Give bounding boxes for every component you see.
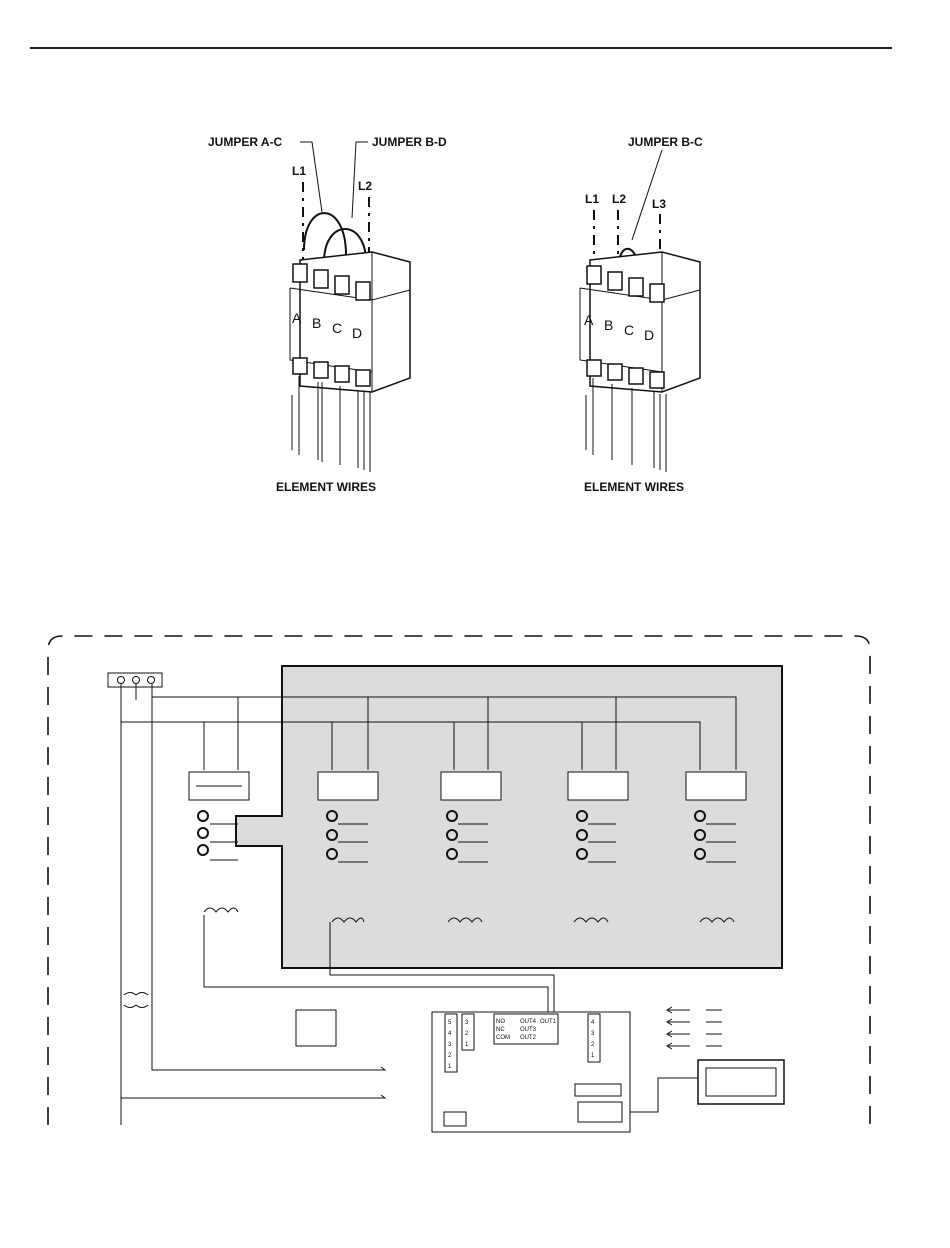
relay-module bbox=[296, 1010, 336, 1046]
label-l1: L1 bbox=[292, 164, 306, 178]
stage-2-contactor bbox=[318, 772, 378, 800]
element-wires-left bbox=[292, 376, 370, 472]
stage-1-feeds bbox=[204, 697, 238, 770]
bottom-terminal-a-right bbox=[587, 360, 601, 376]
top-terminal-b-right bbox=[608, 272, 622, 290]
board-connector bbox=[444, 1112, 466, 1126]
bottom-terminal-c bbox=[335, 366, 349, 382]
top-terminal-c-right bbox=[629, 278, 643, 296]
terminal-a-label-right: A bbox=[584, 312, 594, 328]
label-l2: L2 bbox=[358, 179, 372, 193]
schematic: 5 4 3 2 1 3 2 1 NO NC COM OUT4 OUT3 OUT2… bbox=[48, 636, 870, 1132]
bottom-terminal-a bbox=[293, 358, 307, 374]
label-l1-right: L1 bbox=[585, 192, 599, 206]
bottom-terminal-b-right bbox=[608, 364, 622, 380]
external-input-arrows bbox=[667, 1007, 672, 1049]
external-inputs bbox=[668, 1010, 722, 1046]
shaded-heater-region bbox=[236, 666, 782, 968]
display-screen bbox=[706, 1068, 776, 1096]
bottom-terminal-d-right bbox=[650, 372, 664, 388]
terminal-a-label: A bbox=[292, 310, 302, 326]
relay-pin-com: COM bbox=[496, 1035, 510, 1041]
terminal-c-label: C bbox=[332, 320, 342, 336]
bottom-terminal-c-right bbox=[629, 368, 643, 384]
top-terminal-d-right bbox=[650, 284, 664, 302]
top-terminal-c bbox=[335, 276, 349, 294]
stage-1-element-1 bbox=[198, 811, 208, 821]
relay-pin-nc: NC bbox=[496, 1027, 505, 1033]
stage-1-resistors bbox=[210, 824, 238, 860]
bottom-terminal-b bbox=[314, 362, 328, 378]
label-jumper-b-d: JUMPER B-D bbox=[372, 135, 447, 149]
display-cable bbox=[630, 1078, 698, 1112]
relay-pin-out2: OUT2 bbox=[520, 1035, 537, 1041]
board-component-2 bbox=[578, 1102, 622, 1122]
stage-4-contactor bbox=[568, 772, 628, 800]
terminal-c-label-right: C bbox=[624, 322, 634, 338]
contactor-left: JUMPER A-C JUMPER B-D L1 L2 A B C D ELEM… bbox=[208, 135, 447, 494]
bottom-terminal-d bbox=[356, 370, 370, 386]
control-arrows bbox=[378, 1067, 385, 1098]
terminal-b-label: B bbox=[312, 315, 321, 331]
contactor-right: JUMPER B-C L1 L2 L3 A B C D ELEMENT WIRE… bbox=[580, 135, 703, 494]
terminal-d-label-right: D bbox=[644, 327, 654, 343]
terminal-d-label: D bbox=[352, 325, 362, 341]
caption-element-wires-left: ELEMENT WIRES bbox=[276, 480, 376, 494]
stage-1-element-3 bbox=[198, 845, 208, 855]
power-terminal-block bbox=[108, 673, 162, 687]
heater-stage-1 bbox=[189, 697, 249, 912]
caption-element-wires-right: ELEMENT WIRES bbox=[584, 480, 684, 494]
relay-pin-no: NO bbox=[496, 1019, 505, 1025]
relay-pin-out4: OUT4 bbox=[520, 1019, 537, 1025]
relay-pin-out3: OUT3 bbox=[520, 1027, 537, 1033]
supply-risers bbox=[121, 684, 152, 1125]
control-outputs bbox=[121, 1060, 385, 1098]
top-terminal-a bbox=[293, 264, 307, 282]
top-terminal-d bbox=[356, 282, 370, 300]
label-jumper-a-c: JUMPER A-C bbox=[208, 135, 283, 149]
stage-1-coil bbox=[204, 908, 238, 912]
stage-5-contactor bbox=[686, 772, 746, 800]
stage-3-contactor bbox=[441, 772, 501, 800]
top-terminal-b bbox=[314, 270, 328, 288]
board-component-1 bbox=[575, 1084, 621, 1096]
stage-1-element-2 bbox=[198, 828, 208, 838]
leader-jumper-b-c bbox=[632, 150, 662, 240]
label-l2-right: L2 bbox=[612, 192, 626, 206]
relay-pin-out1: OUT1 bbox=[540, 1019, 557, 1025]
label-l3-right: L3 bbox=[652, 197, 666, 211]
top-terminal-a-right bbox=[587, 266, 601, 284]
element-wires-right bbox=[586, 378, 666, 472]
control-transformer bbox=[124, 993, 148, 1008]
terminal-b-label-right: B bbox=[604, 317, 613, 333]
label-jumper-b-c: JUMPER B-C bbox=[628, 135, 703, 149]
